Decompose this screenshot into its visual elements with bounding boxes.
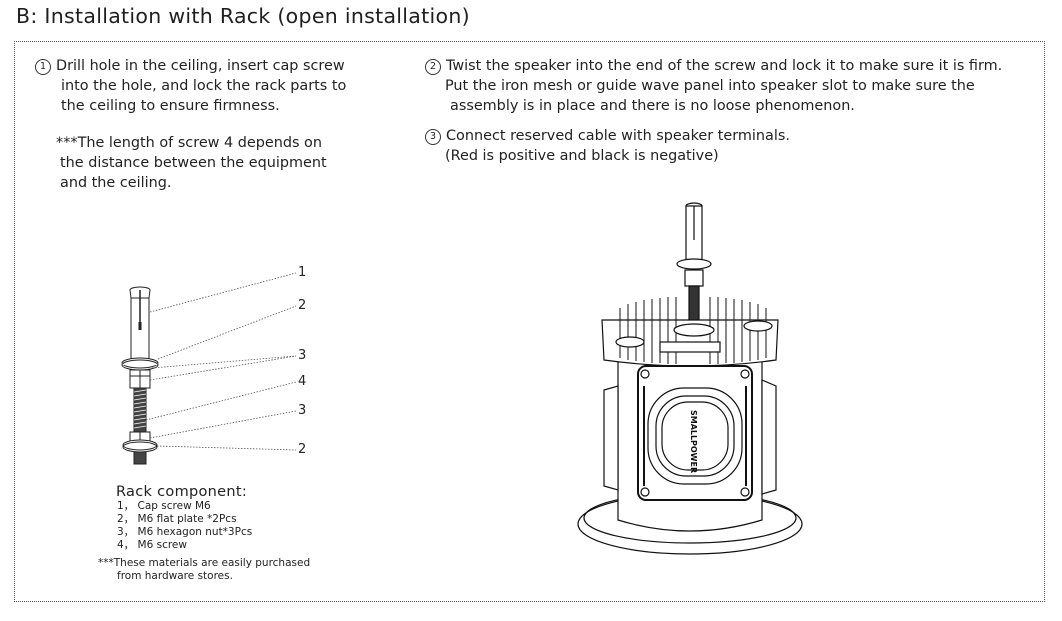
callout-leaders — [145, 272, 297, 451]
speaker-label-power: POWER — [689, 440, 698, 473]
step-number-badge: 3 — [425, 129, 441, 145]
step-3-line-2: (Red is positive and black is negative) — [445, 148, 719, 164]
callout-label-1: 1 — [298, 265, 307, 280]
rack-component-list: Rack component: 1， Cap screw M6 2， M6 fl… — [116, 484, 252, 552]
callout-label-2: 2 — [298, 298, 307, 313]
step-2-line-1: 2 Twist the speaker into the end of the s… — [425, 56, 1002, 76]
flat-washer-lower — [122, 439, 158, 453]
speaker-installation-diagram: SMALL POWER — [577, 202, 803, 555]
callout-label-3: 3 — [298, 348, 307, 363]
step-2: 2 Twist the speaker into the end of the s… — [425, 56, 1002, 116]
cap-screw-illustration — [676, 202, 712, 325]
rack-component-item: 4， M6 screw — [117, 539, 187, 551]
callout-label-3: 3 — [298, 403, 307, 418]
instruction-frame — [14, 41, 1045, 602]
step-text: Connect reserved cable with speaker term… — [446, 128, 790, 144]
rack-component-item: 2， M6 flat plate *2Pcs — [117, 513, 237, 525]
speaker-body — [601, 297, 779, 532]
page-title: B: Installation with Rack (open installa… — [16, 4, 470, 28]
step-1: 1 Drill hole in the ceiling, insert cap s… — [35, 56, 346, 116]
footnote-line-2: from hardware stores. — [117, 570, 233, 582]
step-text: Drill hole in the ceiling, insert cap sc… — [56, 58, 345, 74]
screw-note-line-2: the distance between the equipment — [60, 155, 327, 171]
step-3-line-1: 3 Connect reserved cable with speaker ter… — [425, 126, 790, 146]
step-number-badge: 1 — [35, 59, 51, 75]
callout-label-2: 2 — [298, 442, 307, 457]
step-1-line-2: into the hole, and lock the rack parts t… — [61, 78, 347, 94]
screw-length-note: ***The length of screw 4 depends on the … — [56, 133, 327, 193]
step-2-line-3: assembly is in place and there is no loo… — [450, 98, 855, 114]
step-number-badge: 2 — [425, 59, 441, 75]
step-text: Twist the speaker into the end of the sc… — [446, 58, 1003, 74]
hex-nut-upper — [129, 369, 151, 389]
rack-component-item: 1， Cap screw M6 — [117, 500, 211, 512]
threaded-screw — [133, 387, 147, 433]
speaker-model-label: SMALL POWER — [689, 410, 698, 473]
screw-note-line-3: and the ceiling. — [60, 175, 172, 191]
hardware-footnote: ***These materials are easily purchased … — [98, 557, 310, 583]
step-1-line-3: the ceiling to ensure firmness. — [61, 98, 280, 114]
rack-component-item: 3， M6 hexagon nut*3Pcs — [117, 526, 253, 538]
step-3: 3 Connect reserved cable with speaker ter… — [425, 126, 790, 166]
screw-note-line-1: ***The length of screw 4 depends on — [56, 135, 322, 151]
step-1-line-1: 1 Drill hole in the ceiling, insert cap s… — [35, 56, 346, 76]
speaker-label-small: SMALL — [689, 410, 698, 440]
step-2-line-2: Put the iron mesh or guide wave panel in… — [445, 78, 975, 94]
footnote-line-1: ***These materials are easily purchased — [98, 557, 311, 569]
rack-assembly-diagram — [121, 272, 297, 465]
rack-component-title: Rack component: — [116, 484, 248, 500]
cap-screw-illustration — [129, 286, 151, 363]
callout-label-4: 4 — [298, 374, 307, 389]
